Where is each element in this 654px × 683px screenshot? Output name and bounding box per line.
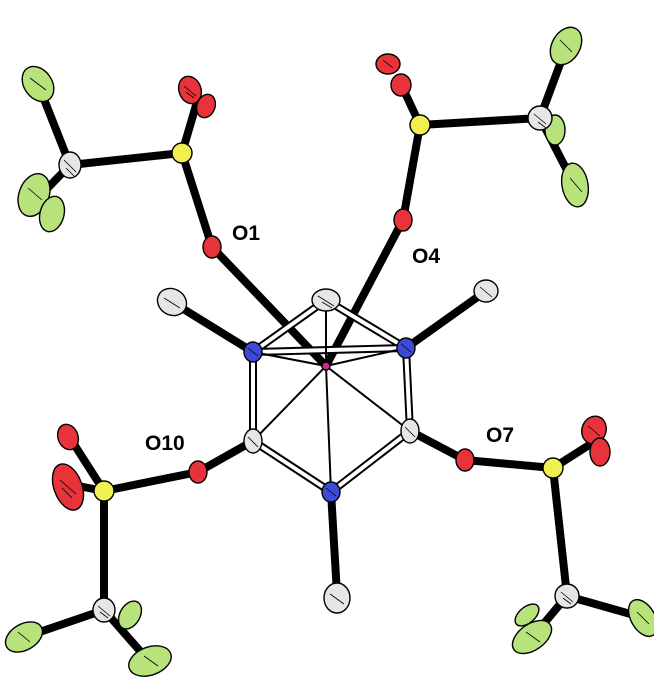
sulfur-atoms	[93, 114, 564, 502]
label-o4: O4	[412, 245, 440, 268]
oxygen-atom	[195, 93, 217, 119]
bond-o7-s	[461, 456, 557, 472]
iodine-contacts	[252, 299, 411, 493]
oxygen-atoms	[51, 53, 611, 511]
label-o1: O1	[232, 222, 260, 245]
fluorine-atom	[511, 619, 553, 655]
atom-labels: O1 O4 O7 O10	[145, 222, 514, 455]
oxygen-atom	[390, 73, 412, 97]
carbon-atom	[527, 105, 553, 131]
bond-s-c-tr	[416, 114, 544, 129]
fluorine-atom	[117, 600, 143, 630]
bond-o4-i	[322, 216, 407, 370]
oxygen-atom	[589, 437, 611, 467]
oxygen-atom	[581, 415, 607, 445]
bond-n-ch3-left	[168, 298, 257, 356]
oxygen-o7-atom	[455, 448, 475, 472]
carbon-atom	[323, 582, 351, 614]
carbon-atom	[554, 583, 580, 609]
fluorine-atoms	[4, 26, 654, 677]
oxygen-o1-atom	[202, 235, 222, 259]
bond-s-o1	[178, 149, 216, 251]
oxygen-atom	[177, 75, 203, 105]
carbon-atom	[92, 597, 116, 623]
ellipsoid-hatching	[17, 39, 650, 667]
oxygen-o4-atom	[393, 208, 413, 232]
oxygen-atom	[56, 423, 80, 451]
sulfur-atom	[542, 457, 564, 479]
cage-bonds	[249, 296, 414, 496]
carbon-atom	[156, 287, 188, 317]
fluorine-atom	[514, 603, 540, 627]
bond-c-s-tl	[66, 149, 186, 169]
bond-o1-i	[208, 243, 330, 370]
sulfur-atom	[93, 480, 115, 502]
bond-n-ch3-bottom	[327, 488, 341, 598]
carbon-atom	[58, 151, 82, 179]
bond-s-c-br	[549, 464, 571, 600]
fluorine-atom	[128, 645, 172, 677]
carbon-atom	[311, 288, 341, 312]
fluorine-atom	[38, 195, 66, 233]
bond-s-o4	[399, 121, 424, 224]
label-o10: O10	[145, 432, 185, 455]
carbon-atom	[400, 418, 420, 444]
carbon-atom	[243, 428, 263, 454]
bond-o7-c	[406, 427, 469, 464]
sulfur-atom	[409, 114, 431, 136]
carbon-atom	[473, 279, 499, 303]
bond-n-ch3-right	[402, 287, 490, 352]
iodine-atom	[321, 361, 331, 371]
oxygen-o10-atom	[188, 460, 208, 484]
bond-o10-s	[100, 468, 202, 495]
fluorine-atom	[627, 598, 654, 638]
fluorine-atom	[560, 162, 590, 208]
bond-o10-c	[194, 437, 257, 476]
atoms	[4, 26, 654, 677]
sulfur-atom	[171, 142, 193, 164]
label-o7: O7	[486, 424, 514, 447]
